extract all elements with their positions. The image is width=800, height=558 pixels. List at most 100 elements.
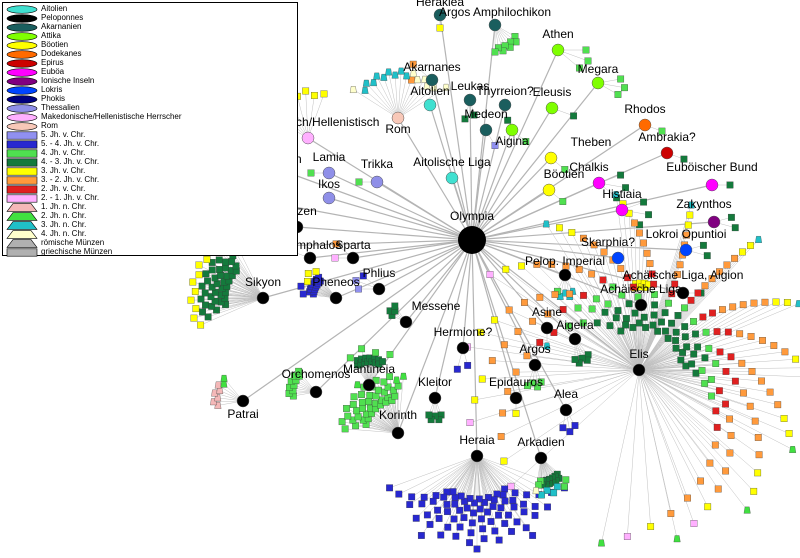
legend-symbol-icon (6, 131, 38, 140)
coin-leaf-greek (452, 532, 460, 540)
center-node-group: Olympia (450, 209, 494, 254)
edge-hub-to-leaf (638, 245, 751, 371)
coin-leaf-greek (511, 489, 519, 497)
coin-leaf-greek (473, 545, 481, 553)
hub-label: Kleitor (418, 375, 452, 389)
edge-center-to-hub (471, 221, 715, 241)
coin-leaf-greek (463, 504, 471, 512)
coin-leaf-greek (681, 333, 689, 341)
coin-leaf-greek (509, 496, 517, 504)
coin-leaf-greek (524, 382, 531, 390)
coin-leaf-greek (770, 342, 778, 349)
edge-hub-to-leaf (627, 369, 640, 537)
coin-leaf-greek (440, 493, 448, 501)
edge-hub-to-leaf (638, 369, 762, 382)
coin-leaf-greek (739, 248, 746, 256)
legend-label: Akarnanien (41, 22, 82, 31)
edge-hub-to-leaf (638, 369, 748, 511)
coin-leaf-greek (222, 258, 229, 266)
coin-leaf-greek (198, 282, 206, 290)
edge-hub-to-leaf (579, 269, 640, 371)
coin-leaf-greek (748, 368, 756, 375)
coin-leaf-greek (701, 282, 709, 290)
coin-leaf-greek (716, 348, 724, 356)
hub-label: Sparta (335, 238, 371, 252)
coin-leaf-greek (332, 240, 340, 248)
coin-leaf-greek (618, 291, 626, 299)
coin-leaf-greek (736, 330, 744, 338)
coin-leaf-greek (386, 351, 394, 358)
coin-leaf-greek (654, 327, 662, 335)
legend-item: griechische Münzen (3, 247, 293, 257)
edge-hub-to-leaf (208, 297, 264, 318)
coin-leaf-greek (731, 254, 739, 262)
coin-leaf-greek (731, 377, 739, 385)
edge-hub-to-leaf (366, 83, 399, 119)
legend-symbol-icon (6, 41, 38, 50)
coin-leaf-greek (682, 362, 690, 370)
coin-leaf-greek (668, 290, 676, 298)
coin-leaf-greek (500, 457, 508, 465)
edge-center-to-hub (368, 239, 473, 386)
coin-leaf-greek (672, 328, 680, 336)
coin-leaf-greek (491, 527, 499, 535)
coin-leaf-greek (307, 169, 315, 177)
coin-leaf-greek (331, 254, 339, 262)
coin-leaf-greek (579, 234, 587, 242)
hub-node (463, 93, 477, 107)
hub-node (399, 315, 413, 329)
coin-leaf-roman (211, 389, 219, 397)
coin-leaf-greek (386, 373, 393, 381)
coin-leaf-greek (617, 75, 625, 83)
coin-leaf-greek (658, 127, 666, 135)
coin-leaf-greek (702, 328, 710, 336)
hub-label: Histiaia (602, 187, 642, 201)
legend-item: 2. Jh. v. Chr. (3, 184, 293, 194)
coin-leaf-greek (366, 392, 374, 399)
edge-hub-to-leaf (421, 455, 478, 505)
coin-leaf-greek (708, 392, 715, 400)
legend-symbol-icon (6, 248, 38, 257)
coin-leaf-greek (640, 239, 648, 247)
legend-symbol-icon (6, 59, 38, 68)
hub-node (534, 451, 548, 465)
coin-leaf-roman (373, 72, 381, 80)
legend-symbol-icon (6, 176, 38, 185)
coin-leaf-roman (687, 201, 695, 209)
hub-label: Arkadien (517, 435, 564, 449)
coin-leaf-roman (442, 83, 450, 91)
hub-node (660, 146, 674, 160)
hub-label: Eleusis (533, 85, 572, 99)
coin-leaf-greek (359, 272, 367, 280)
coin-leaf-greek (216, 266, 223, 273)
legend-label: 2. Jh. v. Chr. (41, 184, 86, 193)
edge-hub-to-leaf (516, 369, 640, 373)
coin-leaf-greek (352, 277, 360, 285)
coin-leaf-greek (647, 523, 655, 530)
coin-leaf-greek (501, 497, 509, 505)
legend-label: Phokis (41, 94, 66, 103)
coin-leaf-roman (612, 191, 620, 198)
coin-leaf-greek (580, 291, 587, 299)
hub-node (303, 251, 317, 265)
hub-node (705, 178, 719, 192)
coin-leaf-greek (699, 313, 707, 321)
edge-center-to-hub (434, 239, 473, 399)
coin-leaf-greek (297, 282, 305, 290)
coin-leaf-greek (711, 441, 719, 449)
coin-leaf-greek (355, 285, 362, 293)
coin-leaf-greek (747, 242, 754, 249)
legend-item: Phokis (3, 94, 293, 104)
coin-leaf-greek (500, 341, 508, 349)
coin-leaf-greek (621, 84, 628, 92)
edge-hub-to-leaf (521, 265, 640, 371)
edge-hub-to-leaf (492, 360, 640, 371)
coin-leaf-greek (195, 261, 203, 269)
legend-item: Ionische Inseln (3, 76, 293, 86)
coin-leaf-greek (489, 503, 497, 510)
coin-leaf-greek (562, 476, 570, 484)
coin-leaf-greek (204, 277, 211, 285)
edge-hub-to-leaf (480, 332, 640, 371)
coin-leaf-greek (708, 275, 716, 283)
coin-leaf-greek (645, 211, 652, 219)
